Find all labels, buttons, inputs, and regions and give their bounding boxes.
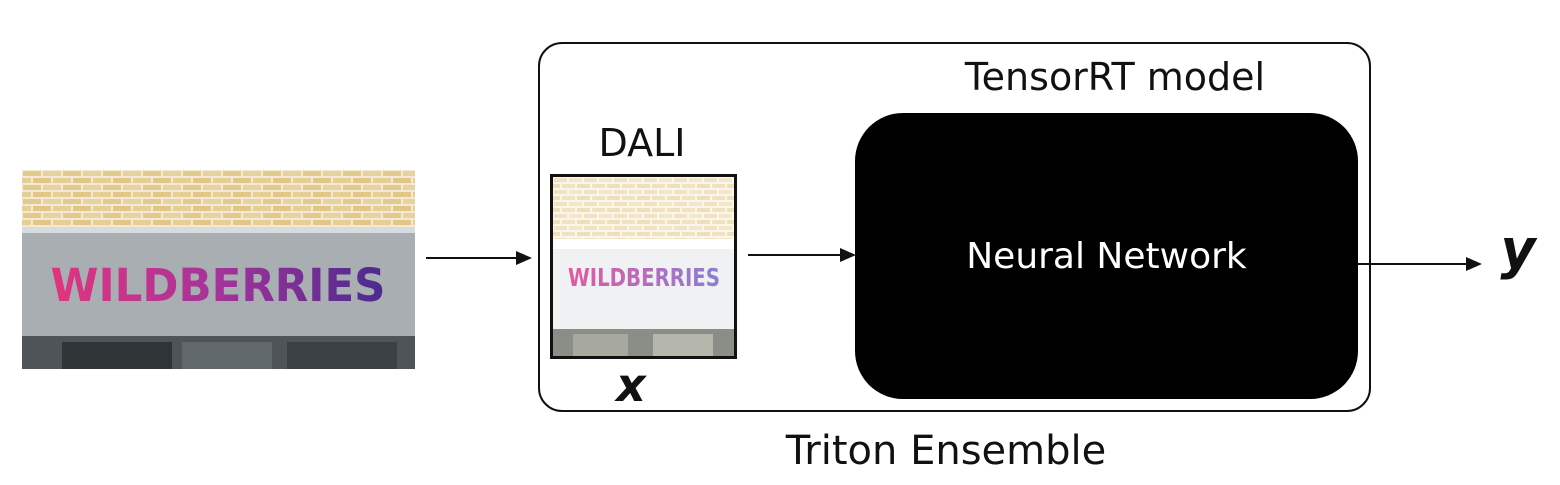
arrow-network-to-output — [1357, 257, 1482, 271]
neural-network-block: Neural Network — [855, 113, 1358, 399]
storefront-sign-text: WILDBERRIES — [51, 259, 386, 312]
triton-ensemble-box — [538, 42, 1371, 412]
y-output-label: y — [1500, 218, 1536, 281]
input-storefront-image: WILDBERRIES — [22, 170, 415, 369]
arrow-input-to-dali — [426, 251, 532, 265]
dali-preprocessed-image: WILDBERRIES — [550, 174, 737, 359]
dali-label: DALI — [598, 121, 686, 165]
x-tensor-label: x — [616, 358, 646, 412]
thumbnail-sign-text: WILDBERRIES — [568, 263, 720, 292]
tensorrt-model-label: TensorRT model — [964, 55, 1266, 99]
neural-network-label: Neural Network — [966, 235, 1247, 277]
triton-ensemble-label: Triton Ensemble — [785, 428, 1107, 474]
